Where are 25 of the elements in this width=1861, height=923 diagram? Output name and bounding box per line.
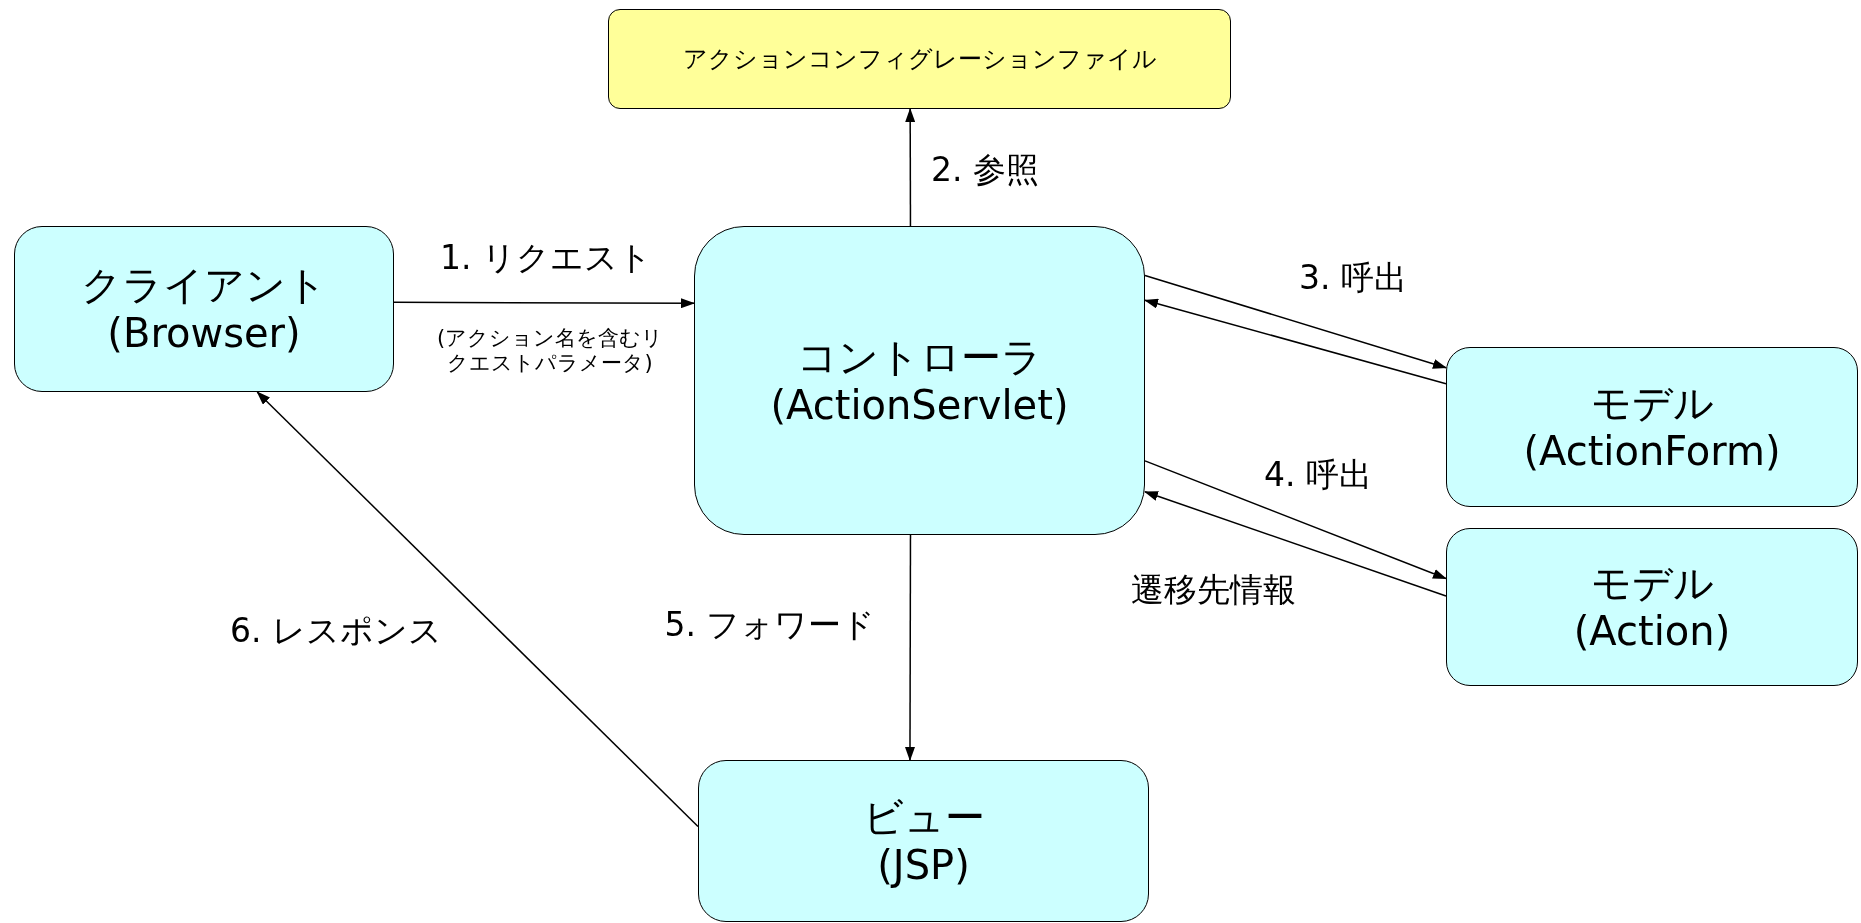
box-text: (Browser) [107,309,301,357]
model-box [1446,528,1858,686]
box-text: (ActionServlet) [770,380,1069,429]
arrow [905,108,916,227]
box-text: モデル [1590,559,1714,607]
arrow [1144,491,1447,597]
box-text: ビュー [862,793,985,841]
box-text: (ActionForm) [1523,427,1781,475]
box-text: クライアント [81,261,327,309]
box-text: コントローラ [797,332,1042,381]
model-box [1446,347,1858,507]
box-text: モデル [1590,379,1714,427]
controller-box [694,226,1145,535]
box-text: (JSP) [877,841,970,889]
view-box [698,760,1149,922]
file-box [608,9,1231,109]
arrow [393,298,695,309]
box-text: (Action) [1573,607,1731,655]
arrow [905,534,915,761]
arrow [1144,298,1447,385]
arrow [1144,274,1447,369]
arrow [1144,460,1447,580]
client-box [14,226,394,392]
arrow [256,391,699,828]
box-text: アクションコンフィグレーションファイル [682,44,1157,74]
